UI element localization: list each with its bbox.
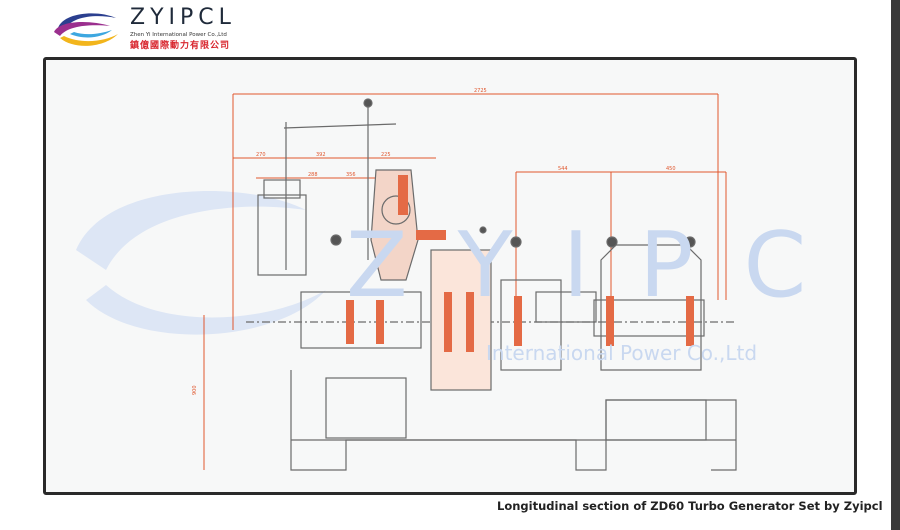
dim-2: 392 [316,152,326,158]
dimension-lines [203,93,727,470]
dim-7: 450 [666,166,676,172]
drawing-frame: ZYIPCL International Power Co.,Ltd 2725 … [43,57,857,495]
dim-6: 544 [558,166,568,172]
dim-5: 356 [346,172,356,178]
logo-swirl-icon [54,13,118,46]
dim-3: 225 [381,152,391,158]
brand-chinese-name: 鎮億國際動力有限公司 [130,41,231,51]
turbo-generator-drawing: ZYIPCL International Power Co.,Ltd 2725 … [76,88,854,471]
dim-height: 900 [192,385,198,395]
brand-subtitle: Zhen Yi International Power Co.,Ltd [130,32,227,38]
watermark-subtext: International Power Co.,Ltd [486,341,757,365]
dim-4: 288 [308,172,318,178]
figure-caption: Longitudinal section of ZD60 Turbo Gener… [497,499,883,513]
dim-1: 270 [256,152,266,158]
watermark-swirl [76,190,326,335]
company-logo: ZYIPCL Zhen Yi International Power Co.,L… [50,6,250,54]
watermark-text: ZYIPCL [346,213,854,318]
dimension-labels: 2725 270 392 225 288 356 544 450 900 [192,88,676,395]
machine-outline [246,98,737,471]
watermark: ZYIPCL International Power Co.,Ltd [346,213,854,365]
dim-overall: 2725 [474,88,487,94]
section-hatching [346,175,694,352]
brand-name: ZYIPCL [130,5,236,30]
window-edge [891,0,900,530]
